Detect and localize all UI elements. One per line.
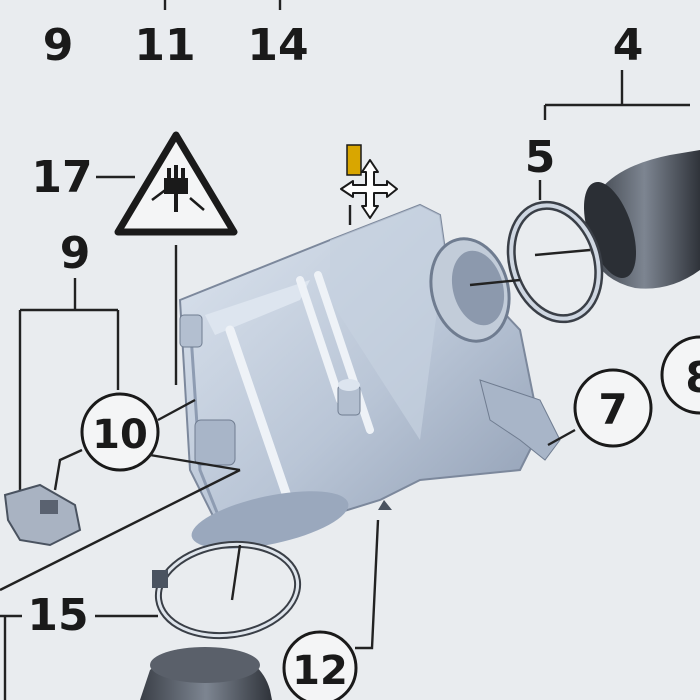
callout-15: 15	[27, 590, 88, 641]
lower-clamp	[152, 540, 302, 640]
leader-15	[0, 614, 158, 700]
lower-hose	[140, 647, 272, 700]
intake-resonator	[178, 203, 561, 549]
bracket-4	[543, 70, 690, 120]
electrical-connector	[3, 483, 82, 547]
top-label-14: 14	[247, 20, 308, 71]
leader-12	[355, 519, 380, 650]
top-label-9: 9	[43, 20, 74, 71]
callout-10-circle	[80, 392, 160, 472]
leader-7	[547, 428, 576, 447]
intake-neck	[429, 237, 521, 343]
hose-clamp	[506, 200, 604, 324]
bolt-12	[378, 500, 392, 510]
callout-7: 7	[598, 385, 627, 434]
move-cursor-icon	[340, 144, 398, 225]
callout-17: 17	[31, 152, 92, 203]
leader-connector	[0, 468, 241, 592]
intake-hose	[583, 150, 700, 289]
callout-12: 12	[292, 648, 348, 694]
leader-10	[53, 398, 241, 491]
callout-8: 8	[685, 353, 700, 402]
callout-10: 10	[92, 412, 148, 458]
top-label-11: 11	[134, 20, 195, 71]
callout-4: 4	[613, 20, 644, 71]
callout-12-circle	[282, 630, 358, 700]
callout-5: 5	[525, 132, 556, 183]
bracket-9	[18, 278, 120, 490]
callout-9: 9	[60, 228, 91, 279]
callout-8-circle	[660, 335, 700, 415]
callout-7-circle	[573, 368, 653, 448]
electrical-plug-warning-icon	[114, 131, 238, 236]
